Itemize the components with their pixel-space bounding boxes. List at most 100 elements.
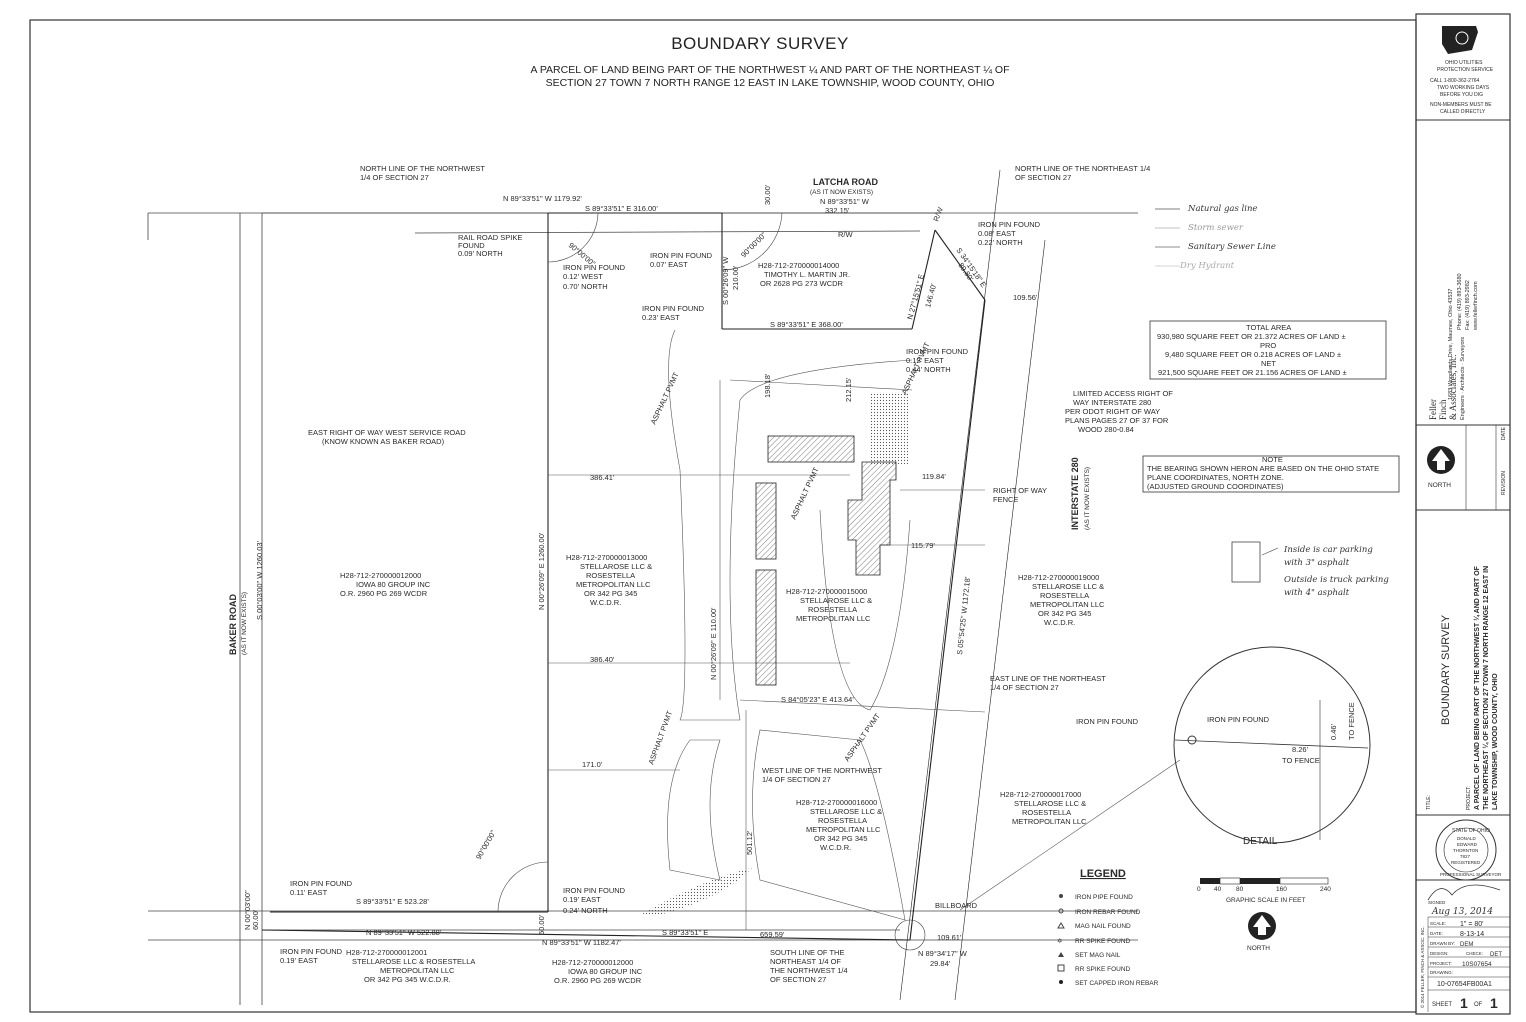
tb-project-lbl: PROJECT: [1466, 786, 1472, 810]
area-pro-h: PRO [1260, 341, 1276, 350]
detail-pin [1187, 735, 1197, 745]
legend-symbol-2 [1058, 908, 1064, 914]
dist-1260b: N 00°26'09" E 1260.00' [537, 532, 546, 610]
bearing-13: S 89°33'51" E [662, 928, 708, 937]
east-line-label: EAST LINE OF THE NORTHEAST [990, 674, 1106, 683]
iron-pin-5c: 0.44' NORTH [906, 365, 951, 374]
check-value: DET [1490, 952, 1502, 958]
hw-inside-1: Inside is car parking [1283, 545, 1373, 555]
iron-pin-6b: 0.11' EAST [290, 888, 328, 897]
subtitle-line-2: SECTION 27 TOWN 7 NORTH RANGE 12 EAST IN… [545, 77, 995, 89]
dist-171: 171.0' [582, 760, 603, 769]
drawing-value: 10-07654FB00A1 [1437, 981, 1492, 988]
legend-symbol-5 [1058, 952, 1064, 957]
detail-label: DETAIL [1243, 836, 1278, 847]
detail-view: DETAIL IRON PIN FOUND IRON PIN FOUND 8.2… [959, 646, 1371, 911]
parcel-19000: H28-712-270000019000 [1018, 573, 1099, 582]
sig-date: Aug 13, 2014 [1431, 907, 1493, 917]
parcel-12000-sb: IOWA 80 GROUP INC [568, 967, 643, 976]
scale-tick-40: 40 [1214, 886, 1222, 893]
rw-label-2: R/W [931, 205, 945, 223]
iron-pin-3c: 0.22' NORTH [978, 238, 1023, 247]
seal-2: DONALD [1457, 836, 1477, 841]
parcel-13000-d: METROPOLITAN LLC [576, 580, 651, 589]
drawn-value: DEM [1460, 942, 1473, 948]
sheet-number: 1 [1460, 995, 1468, 1011]
legend-title: LEGEND [1080, 868, 1126, 880]
bearing-5b: 210.00' [731, 265, 740, 290]
parcel-16000-b: STELLAROSE LLC & [810, 807, 882, 816]
iron-pin-1: IRON PIN FOUND [563, 263, 626, 272]
bearing-18: N 89°34'17" W [918, 949, 968, 958]
revision-col: REVISION [1501, 471, 1507, 495]
detail-046: 0.46' [1329, 723, 1338, 740]
asphalt-3: ASPHALT PVMT [646, 709, 674, 765]
bearing-11: N 89°33'51" W 522.88' [366, 928, 442, 937]
bearing-3b: 332.15' [825, 206, 850, 215]
note-line-1: THE BEARING SHOWN HERON ARE BASED ON THE… [1147, 464, 1379, 473]
firm-name-4: Engineers · Architects · Surveyors [1460, 337, 1466, 420]
bearing-2: S 89°33'51" E 316.00' [585, 204, 658, 213]
detail-circle [1173, 646, 1371, 844]
building-2 [755, 482, 777, 560]
parcel-16000-e: OR 342 PG 345 [814, 834, 867, 843]
bearing-4: 30.00' [763, 184, 772, 205]
legend-symbol-4: ✡ [1057, 937, 1063, 945]
paved-patch [870, 392, 908, 464]
area-pro: 9,480 SQUARE FEET OR 0.218 ACRES OF LAND… [1165, 350, 1341, 359]
martin-parcel-3: OR 2628 PG 273 WCDR [760, 279, 844, 288]
dist-212: 212.15' [844, 377, 853, 402]
sheet-total: 1 [1490, 995, 1498, 1011]
parcel-12000-s: H28-712-270000012000 [552, 958, 633, 967]
legend-item-2: IRON REBAR FOUND [1075, 909, 1141, 916]
dist-386a: 386.41' [590, 473, 615, 482]
parcel-13000-b: STELLAROSE LLC & [580, 562, 652, 571]
sheet-border [29, 19, 1417, 1013]
bearing-6: S 89°33'51" E 368.00' [770, 320, 843, 329]
east-row-label: EAST RIGHT OF WAY WEST SERVICE ROAD [308, 428, 466, 437]
area-net-h: NET [1261, 359, 1276, 368]
iron-pin-2: IRON PIN FOUND [650, 251, 713, 260]
buildings [640, 392, 908, 916]
nonmem-1: NON-MEMBERS MUST BE [1430, 102, 1492, 108]
interstate-280-2: (AS IT NOW EXISTS) [1084, 467, 1091, 530]
firm-web: www.fellerfinch.com [1473, 281, 1479, 331]
latcha-road: LATCHA ROAD [813, 177, 878, 187]
area-total-h: TOTAL AREA [1246, 323, 1291, 332]
scale-title: GRAPHIC SCALE IN FEET [1226, 897, 1305, 904]
detail-fence: TO FENCE [1282, 756, 1320, 765]
tb-title-lbl: TITLE: [1426, 795, 1432, 810]
scale-tick-0: 0 [1197, 886, 1201, 893]
limited-row: LIMITED ACCESS RIGHT OF [1073, 389, 1173, 398]
parcel-16000-d: METROPOLITAN LLC [806, 825, 881, 834]
legend-item-7: SET CAPPED IRON REBAR [1075, 980, 1159, 987]
iron-pin-3b: 0.08' EAST [978, 229, 1016, 238]
date-col: DATE [1501, 426, 1507, 440]
iron-pin-4b: 0.23' EAST [642, 313, 680, 322]
drawing-lbl: DRAWING: [1430, 970, 1453, 975]
legend-symbol-6 [1057, 964, 1065, 972]
tb-project-2: THE NORTHEAST ¼ OF SECTION 27 TOWN 7 NOR… [1482, 566, 1490, 810]
parcel-13000-e: OR 342 PG 345 [584, 589, 637, 598]
west-line-label-2: 1/4 OF SECTION 27 [762, 775, 831, 784]
area-total: 930,980 SQUARE FEET OR 21.372 ACRES OF L… [1157, 332, 1346, 341]
tb-project-3: LAKE TOWNSHIP, WOOD COUNTY, OHIO [1492, 673, 1499, 810]
hw-storm: Storm sewer [1188, 223, 1244, 233]
nw-line-label: NORTH LINE OF THE NORTHWEST [360, 164, 485, 173]
detail-iron-2: IRON PIN FOUND [1207, 715, 1270, 724]
dist-110: N 00°26'09" E 110.00' [709, 607, 718, 680]
firm-phone: Phone: (419) 893-3680 [1457, 273, 1463, 330]
call-3: BEFORE YOU DIG [1440, 92, 1483, 98]
rr-spike-3: 0.09' NORTH [458, 249, 503, 258]
legend-item-6: RR SPIKE FOUND [1075, 966, 1131, 973]
titleblock-border [1415, 13, 1511, 1015]
date-lbl: DATE: [1430, 931, 1443, 936]
ohio-state-icon [1442, 26, 1478, 54]
parcel-19000-f: W.C.D.R. [1044, 618, 1075, 627]
firm-fax: Fax: (419) 893-2982 [1465, 280, 1471, 330]
parcel-12000-b: IOWA 80 GROUP INC [356, 580, 431, 589]
martin-parcel-2: TIMOTHY L. MARTIN JR. [764, 270, 850, 279]
west-line-label: WEST LINE OF THE NORTHWEST [762, 766, 882, 775]
bearing-7: N 27°15'51" E [905, 273, 926, 320]
parcel-19000-c: ROSESTELLA [1040, 591, 1089, 600]
